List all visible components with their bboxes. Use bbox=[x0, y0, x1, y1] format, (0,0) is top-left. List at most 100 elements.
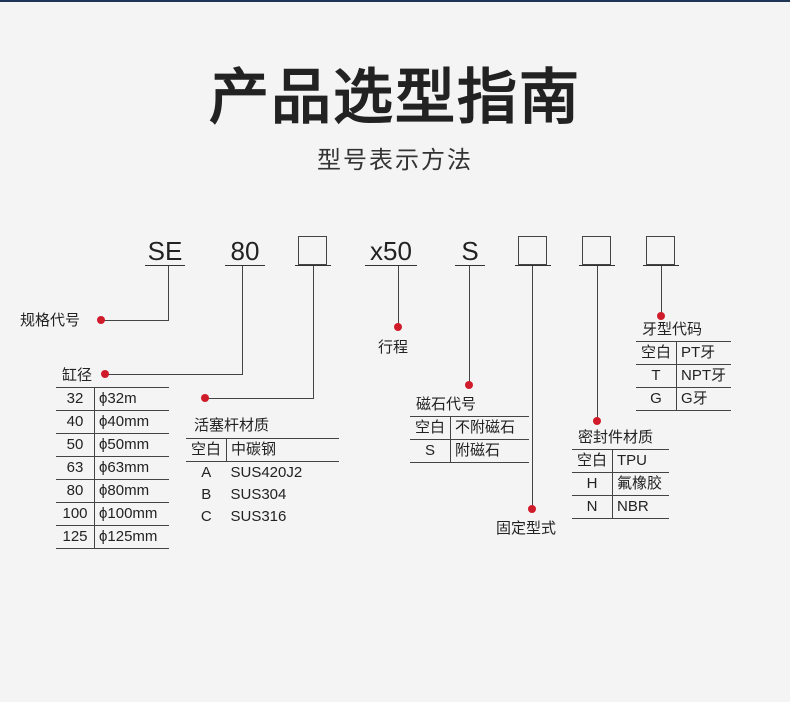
label-spec-code: 规格代号 bbox=[20, 311, 81, 329]
label-thread-code: 牙型代码 bbox=[642, 320, 703, 338]
code-thread-box bbox=[646, 236, 675, 265]
connector-spec bbox=[168, 266, 169, 320]
top-bar bbox=[0, 0, 790, 2]
option-code: H bbox=[572, 472, 613, 496]
code-seal-underline bbox=[579, 265, 615, 266]
option-code: 125 bbox=[56, 525, 95, 549]
table-row: B SUS304 bbox=[186, 484, 339, 506]
marker-dot bbox=[593, 417, 601, 425]
option-value: NPT牙 bbox=[681, 367, 727, 384]
marker-dot bbox=[528, 505, 536, 513]
connector-bore bbox=[242, 266, 243, 374]
option-value: SUS316 bbox=[230, 508, 287, 525]
table-row: A SUS420J2 bbox=[186, 462, 339, 485]
marker-dot bbox=[465, 381, 473, 389]
option-value: ϕ32m bbox=[99, 390, 137, 407]
code-thread-underline bbox=[643, 265, 679, 266]
option-code: C bbox=[200, 508, 212, 525]
option-code: 50 bbox=[56, 433, 95, 457]
connector-seal bbox=[597, 266, 598, 420]
marker-dot bbox=[201, 394, 209, 402]
label-bore-diameter: 缸径 bbox=[62, 366, 93, 384]
connector-rod bbox=[313, 266, 314, 398]
option-value: 氟橡胶 bbox=[617, 475, 663, 492]
page-title: 产品选型指南 bbox=[209, 63, 581, 133]
option-value: G牙 bbox=[681, 390, 708, 407]
marker-dot bbox=[101, 370, 109, 378]
option-code: 40 bbox=[56, 410, 95, 434]
code-seal-box bbox=[582, 236, 611, 265]
code-bore-underline bbox=[225, 265, 265, 266]
code-magnet-underline bbox=[455, 265, 485, 266]
connector-magnet bbox=[469, 266, 470, 384]
connector-rod-h bbox=[205, 398, 314, 399]
option-code: 空白 bbox=[572, 449, 613, 473]
marker-dot bbox=[97, 316, 105, 324]
label-stroke: 行程 bbox=[378, 338, 409, 356]
option-value: PT牙 bbox=[681, 344, 716, 361]
option-code: 63 bbox=[56, 456, 95, 480]
option-value: ϕ63mm bbox=[99, 459, 150, 476]
code-rod-material-box bbox=[298, 236, 327, 265]
option-code: 空白 bbox=[636, 341, 677, 365]
table-row: 空白不附磁石 bbox=[410, 416, 529, 440]
option-code: S bbox=[410, 439, 451, 463]
option-code: B bbox=[201, 486, 212, 503]
option-value: SUS420J2 bbox=[230, 464, 303, 481]
connector-thread bbox=[661, 266, 662, 315]
code-series: SE bbox=[147, 236, 183, 266]
label-rod-material: 活塞杆材质 bbox=[194, 416, 270, 434]
table-row: 空白中碳钢 bbox=[186, 438, 339, 462]
option-code: 80 bbox=[56, 479, 95, 503]
marker-dot bbox=[657, 312, 665, 320]
code-stroke: x50 bbox=[370, 236, 412, 266]
option-code: 32 bbox=[56, 387, 95, 411]
option-value: 不附磁石 bbox=[455, 419, 516, 436]
option-code: 空白 bbox=[410, 416, 451, 440]
code-series-underline bbox=[145, 265, 185, 266]
option-value: ϕ50mm bbox=[99, 436, 150, 453]
marker-dot bbox=[394, 323, 402, 331]
label-magnet-code: 磁石代号 bbox=[416, 395, 477, 413]
code-mounting-underline bbox=[515, 265, 551, 266]
option-value: SUS304 bbox=[230, 486, 287, 503]
code-stroke-underline bbox=[365, 265, 417, 266]
option-code: 空白 bbox=[186, 438, 227, 462]
option-code: A bbox=[201, 464, 212, 481]
label-seal-material: 密封件材质 bbox=[578, 428, 654, 446]
code-bore: 80 bbox=[230, 236, 260, 266]
option-value: ϕ125mm bbox=[99, 528, 158, 545]
code-magnet: S bbox=[461, 236, 479, 266]
code-rod-material-underline bbox=[295, 265, 331, 266]
connector-mounting bbox=[532, 266, 533, 508]
connector-spec-h bbox=[100, 320, 169, 321]
option-value: 附磁石 bbox=[455, 442, 501, 459]
option-value: ϕ40mm bbox=[99, 413, 150, 430]
option-value: ϕ100mm bbox=[99, 505, 158, 522]
table-row: C SUS316 bbox=[186, 506, 339, 528]
connector-bore-h bbox=[105, 374, 243, 375]
option-value: TPU bbox=[617, 452, 647, 469]
label-mounting-type: 固定型式 bbox=[496, 519, 557, 537]
option-code: T bbox=[636, 364, 677, 388]
option-value: 中碳钢 bbox=[231, 441, 277, 458]
option-value: ϕ80mm bbox=[99, 482, 150, 499]
